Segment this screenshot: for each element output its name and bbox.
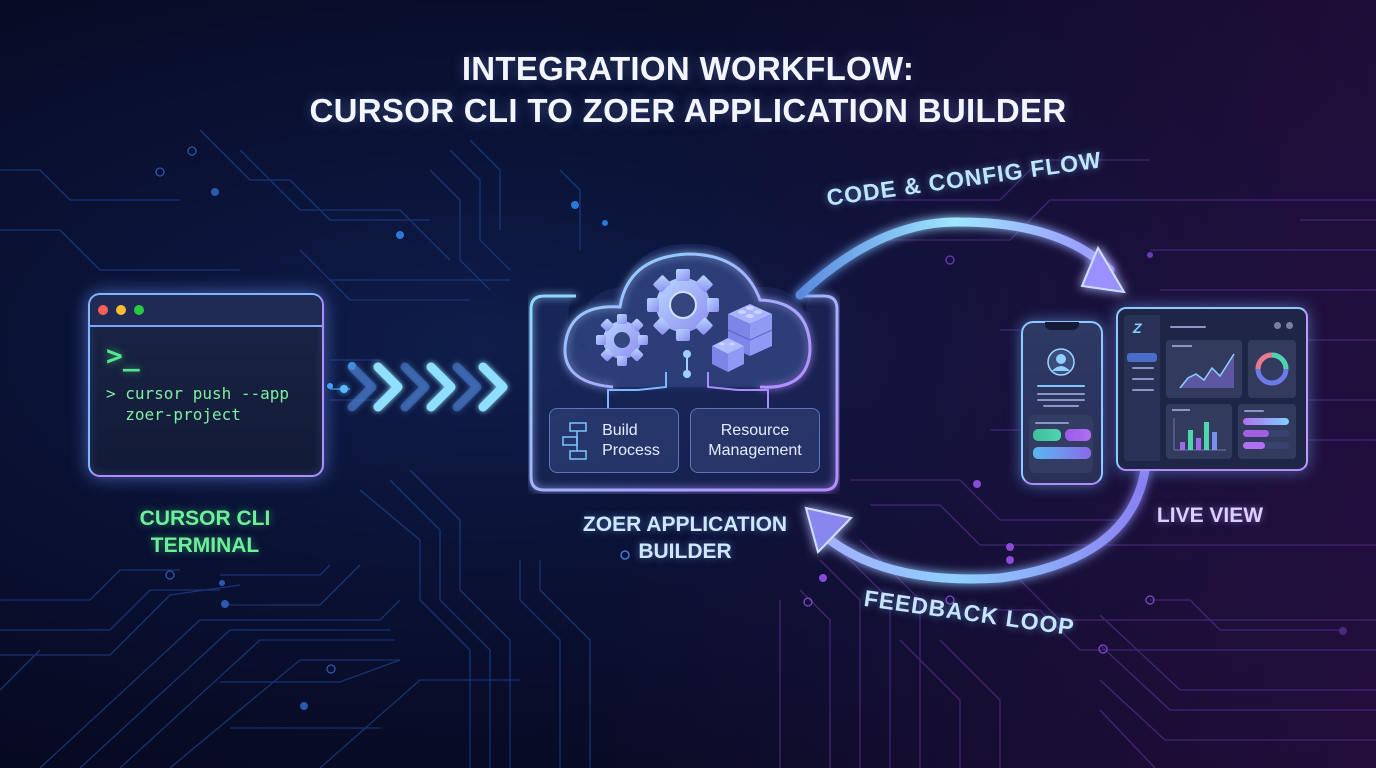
header-dot-icon[interactable] — [1286, 322, 1293, 329]
progress-bar — [1243, 430, 1289, 437]
zoer-builder-label-line-2: BUILDER — [638, 540, 732, 563]
cursor-cli-label: CURSOR CLI TERMINAL — [100, 505, 310, 559]
sidebar-item[interactable] — [1132, 378, 1154, 380]
phone-card — [1029, 415, 1093, 473]
sidebar-item[interactable] — [1132, 367, 1154, 369]
transfer-chevrons-icon — [330, 362, 508, 412]
resource-management-line-1: Resource — [720, 421, 790, 439]
phone-text-line — [1037, 399, 1085, 401]
cloud-icon — [529, 243, 839, 492]
large-gear-icon — [647, 269, 719, 341]
terminal-command-line-2: zoer-project — [106, 405, 241, 424]
flowchart-icon — [562, 422, 587, 460]
terminal-title-bar — [90, 295, 322, 327]
donut-chart-icon — [1255, 352, 1289, 386]
bar-chart-icon — [1172, 409, 1226, 451]
progress-bar — [1243, 442, 1289, 449]
bar-chart-widget — [1166, 404, 1232, 459]
resource-management-line-2: Management — [708, 441, 802, 459]
title-line-1: INTEGRATION WORKFLOW: — [461, 50, 915, 87]
blocks-icon — [712, 304, 773, 372]
avatar-icon — [1047, 348, 1075, 376]
header-dot-icon[interactable] — [1274, 322, 1281, 329]
sidebar-item[interactable] — [1132, 389, 1154, 391]
page-title: INTEGRATION WORKFLOW: CURSOR CLI TO ZOER… — [0, 48, 1376, 132]
phone-text-line — [1035, 422, 1069, 424]
live-view-label: LIVE VIEW — [1156, 504, 1264, 527]
area-chart-widget — [1166, 340, 1242, 398]
zoer-builder-label-line-1: ZOER APPLICATION — [582, 513, 788, 536]
title-line-2: CURSOR CLI TO ZOER APPLICATION BUILDER — [309, 92, 1067, 129]
connector-icon — [683, 350, 691, 378]
minimize-dot-icon — [116, 305, 126, 315]
terminal-body: >_ > cursor push --app zoer-project — [90, 327, 322, 439]
build-process-line-1: Build — [602, 421, 638, 439]
phone-notch — [1045, 322, 1079, 330]
build-process-box: Build Process — [549, 408, 679, 473]
build-process-line-2: Process — [602, 441, 660, 459]
terminal-prompt-icon: >_ — [106, 339, 140, 372]
cursor-cli-label-line-2: TERMINAL — [150, 534, 260, 557]
phone-text-line — [1037, 393, 1085, 395]
donut-chart-widget — [1248, 340, 1296, 398]
feedback-loop-arrow — [804, 465, 1150, 584]
small-gear-icon — [596, 314, 648, 366]
phone-preview — [1021, 321, 1103, 485]
cursor-cli-label-line-1: CURSOR CLI — [139, 507, 271, 530]
phone-text-line — [1043, 405, 1079, 407]
dashboard-preview: Z — [1116, 307, 1308, 471]
phone-wide-button[interactable] — [1033, 447, 1091, 459]
dashboard-logo-icon: Z — [1133, 320, 1142, 336]
close-dot-icon — [98, 305, 108, 315]
code-config-flow-arrow — [795, 217, 1126, 300]
phone-green-button[interactable] — [1033, 429, 1061, 441]
terminal-command-line-1: > cursor push --app — [106, 384, 290, 403]
progress-widget — [1238, 404, 1296, 459]
zoer-builder-label: ZOER APPLICATION BUILDER — [555, 511, 815, 565]
cursor-cli-terminal: >_ > cursor push --app zoer-project — [88, 293, 324, 477]
zoer-application-builder: Build Process Resource Management — [528, 232, 840, 494]
phone-purple-button[interactable] — [1065, 429, 1091, 441]
sidebar-item-active[interactable] — [1127, 353, 1157, 362]
dashboard-sidebar: Z — [1124, 315, 1160, 461]
progress-title-line — [1244, 410, 1264, 412]
phone-text-line — [1037, 385, 1085, 387]
area-chart-icon — [1172, 345, 1235, 389]
progress-bar — [1243, 418, 1289, 425]
maximize-dot-icon — [134, 305, 144, 315]
resource-management-box: Resource Management — [690, 408, 820, 473]
dashboard-header-line — [1170, 326, 1206, 328]
